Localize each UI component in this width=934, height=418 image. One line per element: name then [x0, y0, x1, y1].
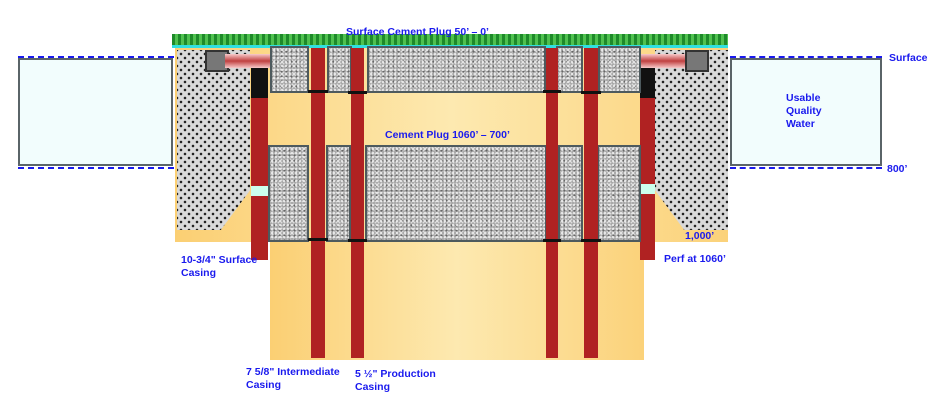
wellbore-lower: [270, 240, 644, 360]
surface-casing-label: 10-3/4" Surface Casing: [181, 254, 257, 280]
wellhead-left: [225, 54, 270, 68]
surface-line-left: [18, 56, 174, 58]
usable-water-line: Usable: [786, 92, 821, 104]
annulus-gravel-left: [177, 50, 250, 230]
deep-cement-plug: [558, 145, 583, 242]
surface-cement-plug: [367, 46, 546, 93]
production-casing-left: [351, 48, 364, 358]
intermediate-casing-left: [311, 48, 325, 358]
casing-shoe-left: [251, 186, 268, 196]
usable-water-line: Water: [786, 118, 815, 130]
surface-cement-plug: [556, 46, 583, 93]
casing-collar: [581, 239, 601, 242]
casing-collar: [348, 239, 367, 242]
label-line: Casing: [355, 381, 391, 393]
surface-line-right: [730, 56, 882, 58]
depth-800-line-right: [730, 167, 882, 169]
casing-collar: [308, 90, 328, 93]
casing-shoe-right: [640, 184, 655, 194]
intermediate-casing-label: 7 5/8" Intermediate Casing: [246, 366, 340, 392]
casing-collar: [581, 91, 601, 94]
label-line: Casing: [181, 267, 217, 279]
surface-casing-left: [251, 68, 268, 260]
production-casing-right: [546, 48, 558, 358]
surface-cement-plug: [270, 46, 309, 93]
intermediate-casing-right: [584, 48, 598, 358]
usable-water-label: Usable Quality Water: [786, 92, 822, 131]
deep-cement-plug: [365, 145, 547, 242]
surface-label: Surface: [889, 52, 928, 64]
usable-water-zone-right: [730, 58, 882, 166]
deep-cement-plug: [597, 145, 641, 242]
surface-cement-plug: [598, 46, 641, 93]
label-line: 5 ½" Production: [355, 368, 436, 380]
casing-collar: [543, 90, 561, 93]
label-line: 7 5/8" Intermediate: [246, 366, 340, 378]
wellhead-right: [640, 54, 685, 68]
surface-casing-right: [640, 68, 655, 260]
surface-plug-label: Surface Cement Plug 50’ – 0’: [346, 26, 489, 38]
depth-800-label: 800’: [887, 163, 908, 175]
depth-800-line-left: [18, 167, 174, 169]
perf-label: Perf at 1060’: [664, 253, 726, 265]
annulus-gravel-right: [655, 50, 728, 230]
production-casing-label: 5 ½" Production Casing: [355, 368, 436, 394]
cement-plug-label: Cement Plug 1060’ – 700’: [385, 129, 510, 141]
depth-1000-label: 1,000’: [685, 230, 715, 242]
usable-water-line: Quality: [786, 105, 822, 117]
casing-collar: [348, 91, 367, 94]
label-line: Casing: [246, 379, 282, 391]
casing-collar: [543, 239, 561, 242]
deep-cement-plug: [326, 145, 351, 242]
surface-cement-plug: [327, 46, 352, 93]
deep-cement-plug: [268, 145, 309, 242]
usable-water-zone-left: [18, 58, 173, 166]
label-line: 10-3/4" Surface: [181, 254, 258, 266]
casing-collar: [308, 238, 328, 241]
wellhead-flange-right: [685, 50, 709, 72]
